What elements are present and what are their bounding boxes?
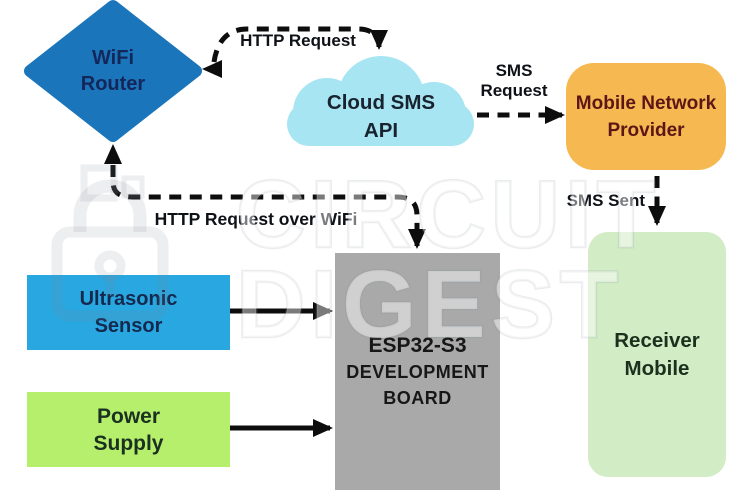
sms-request-label: SMS Request [462,61,566,101]
esp32-board-title: ESP32-S3 [368,333,467,357]
power-supply-label: Supply [93,431,164,455]
arrowhead-into-router-right-icon [202,60,222,78]
ultrasonic-sensor-label: Ultrasonic [79,287,178,310]
receiver-mobile-label: Mobile [624,356,690,380]
ultrasonic-sensor-label: Sensor [94,314,163,337]
node-ultrasonic-sensor: Ultrasonic Sensor [27,275,230,350]
node-esp32-board: ESP32-S3 DEVELOPMENT BOARD [335,253,500,490]
mobile-network-provider-label: Provider [607,119,685,141]
mobile-network-provider-label: Mobile Network [575,92,717,114]
esp32-board-label: DEVELOPMENT [346,361,489,382]
wifi-router-label: Router [80,73,146,95]
node-wifi-router: WiFi Router [58,42,168,100]
arrowhead-into-router-bottom-icon [104,144,122,164]
sms-request-label-line: SMS [495,61,533,80]
power-supply-label: Power [96,404,161,428]
cloud-sms-api-label: Cloud SMS [326,91,436,114]
http-request-label: HTTP Request [240,31,356,50]
http-request-over-wifi-arrow [110,165,426,249]
http-request-over-wifi-label: HTTP Request over WiFi [154,209,358,229]
cloud-sms-api-label: API [363,119,399,142]
sms-sent-label: SMS Sent [566,191,645,210]
node-receiver-mobile: Receiver Mobile [588,232,726,477]
sms-request-label-line: Request [480,81,548,100]
wifi-router-label: WiFi [91,47,135,69]
node-cloud-sms-api: Cloud SMS API [293,87,469,147]
node-mobile-network-provider: Mobile Network Provider [566,63,726,170]
receiver-mobile-label: Receiver [614,328,700,352]
node-power-supply: Power Supply [27,392,230,467]
esp32-board-label: BOARD [383,387,452,408]
